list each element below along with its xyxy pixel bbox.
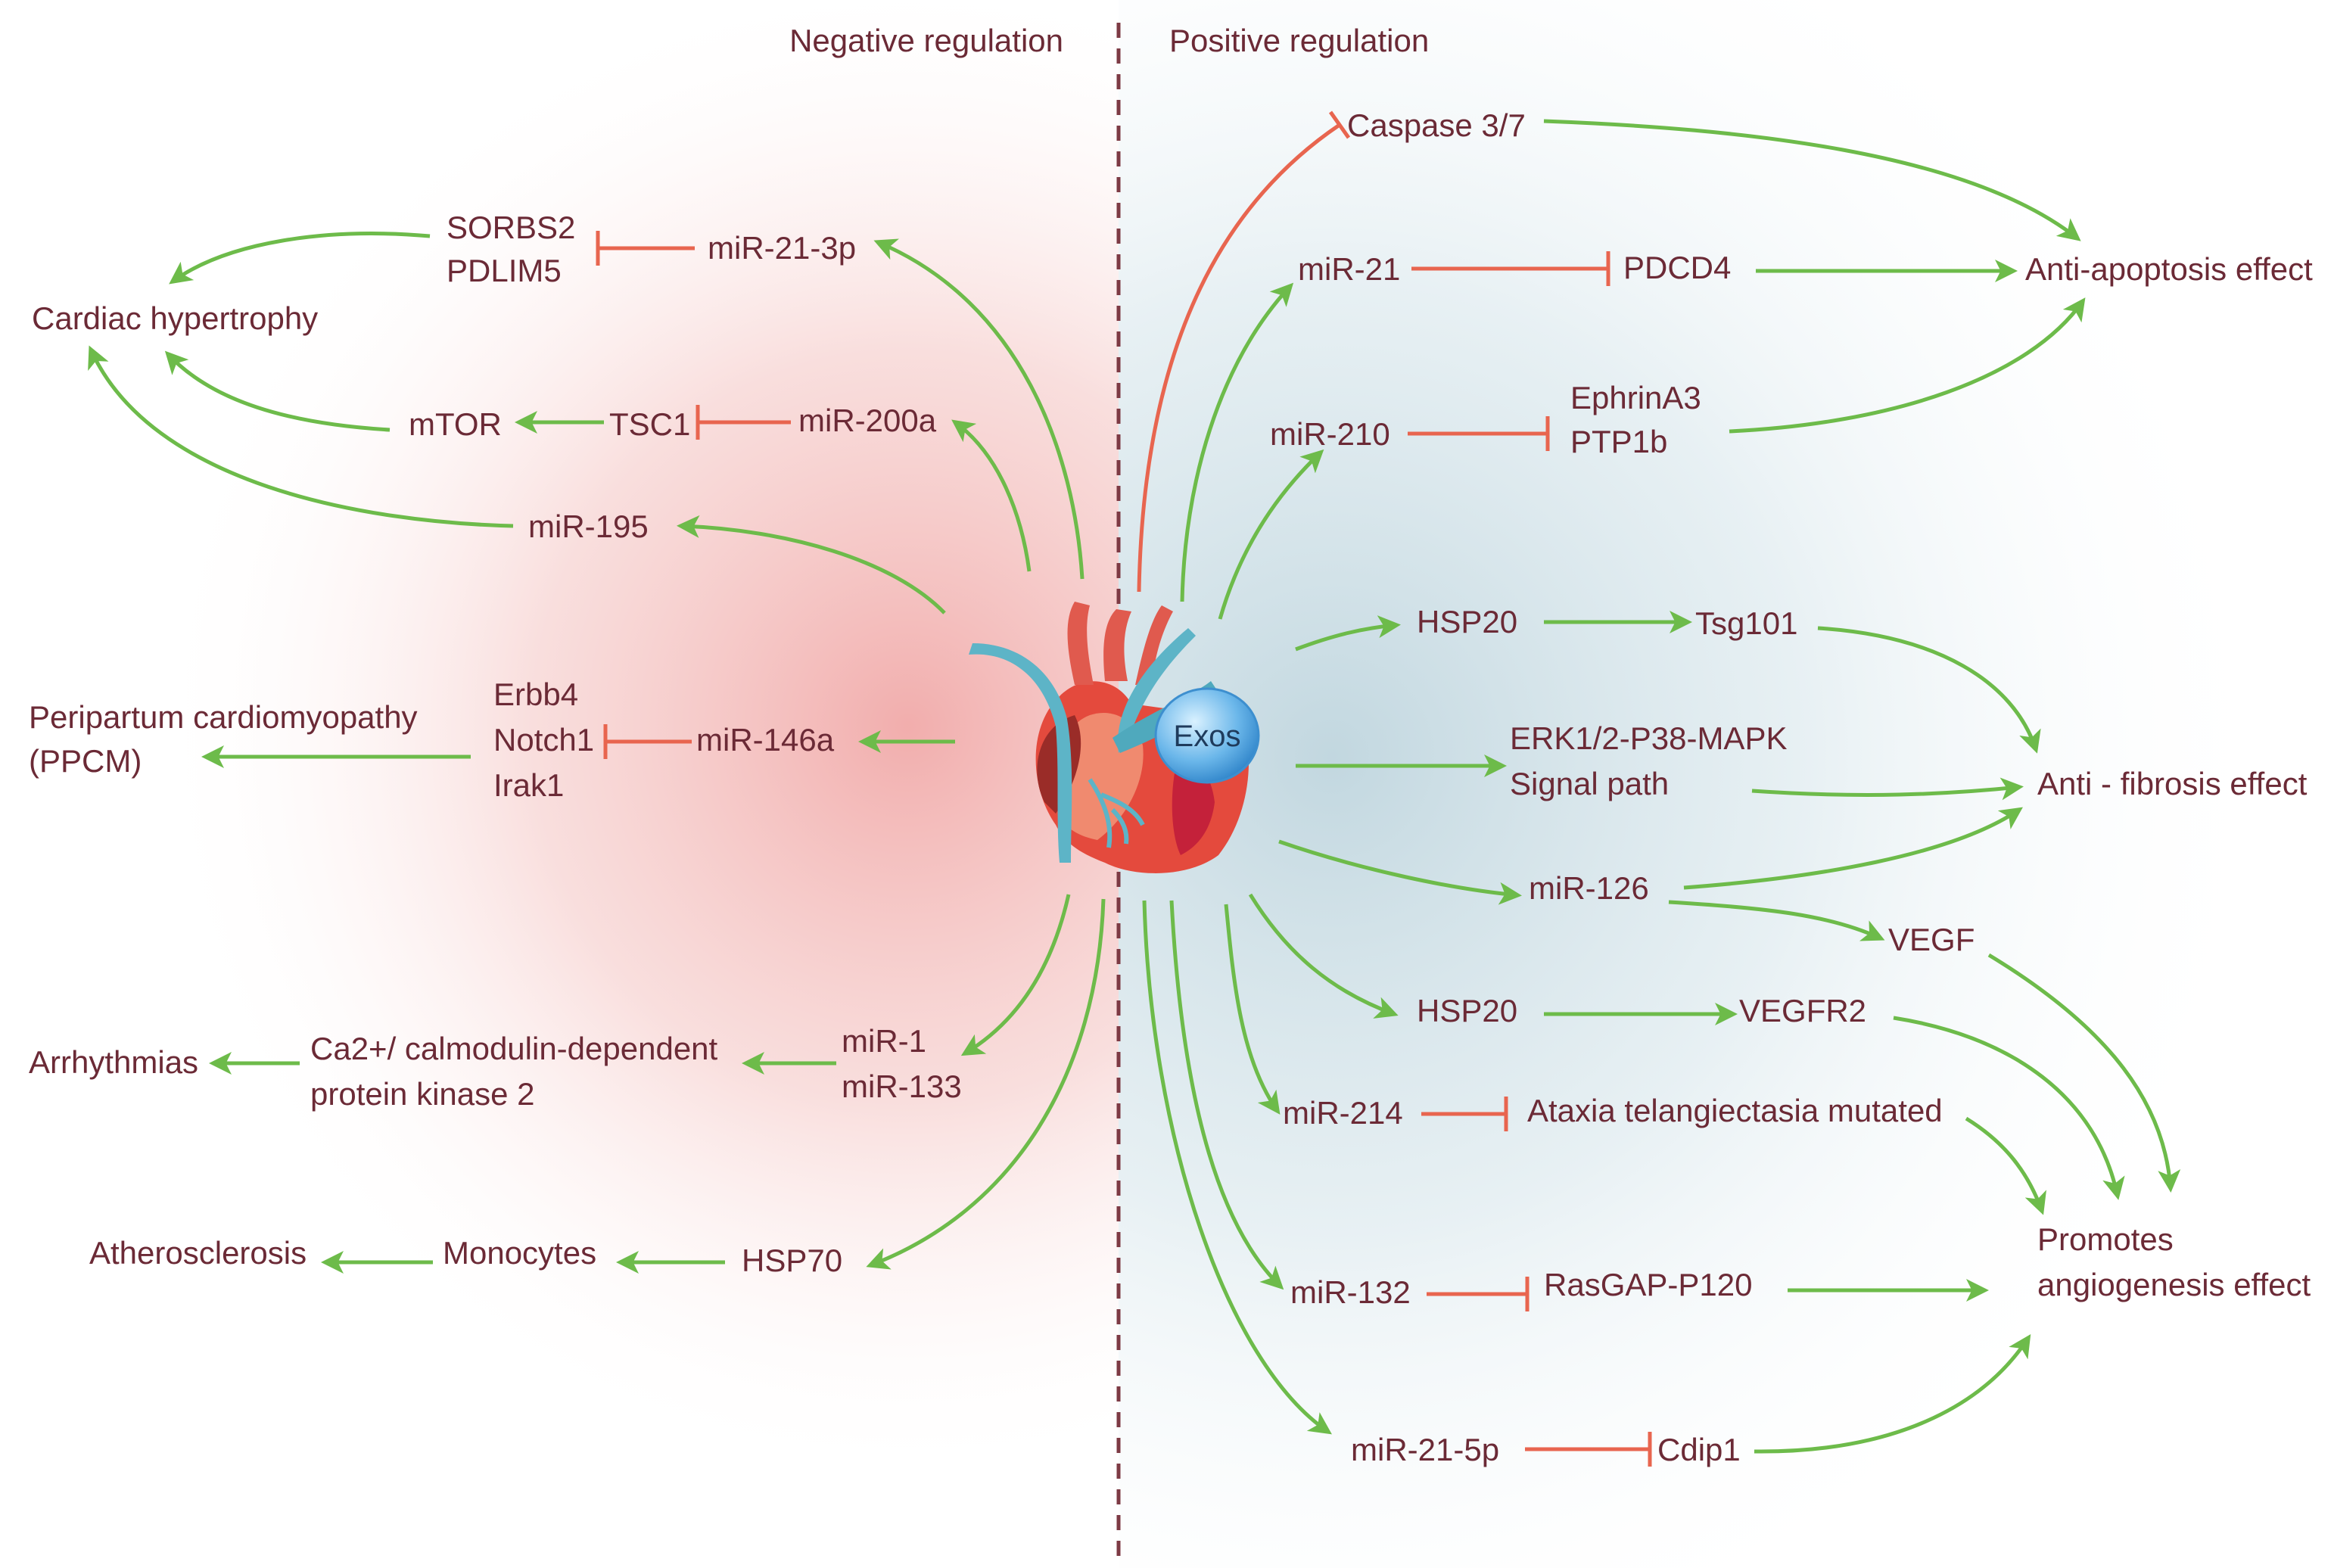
node-hsp70: HSP70 [742,1243,842,1278]
node-rasgap: RasGAP-P120 [1544,1267,1752,1302]
node-ephrina3: EphrinA3 [1570,380,1701,415]
node-mir146a: miR-146a [696,722,835,758]
exos-icon [1154,687,1260,784]
arrow-heart-to-mir21-3p [873,238,1085,580]
negative-region-glow [0,0,1119,1568]
inhibit-bar-caspase [1328,110,1351,139]
arrow-heart-to-mir1 [960,894,1071,1056]
aorta-branch-2 [1067,602,1094,685]
node-camk-line1: Ca2+/ calmodulin-dependent [310,1031,718,1066]
outcome-ppcm-line2: (PPCM) [29,743,142,779]
node-mir1: miR-1 [842,1023,926,1059]
arrow-heart-to-hsp70 [866,898,1106,1270]
outcome-cardiac-hypertrophy: Cardiac hypertrophy [32,300,318,336]
node-vegf: VEGF [1888,922,1975,957]
node-mir21-3p: miR-21-3p [708,230,856,266]
node-hsp20-a: HSP20 [1417,604,1517,639]
header-negative: Negative regulation [789,23,1063,58]
arrow-cdip1-to-angiogenesis [1754,1333,2031,1454]
arrow-heart-to-mir126 [1278,839,1522,905]
node-pdcd4: PDCD4 [1623,250,1731,285]
node-erk-line1: ERK1/2-P38-MAPK [1510,720,1787,756]
node-mir132: miR-132 [1290,1274,1411,1310]
node-cdip1: Cdip1 [1657,1432,1741,1467]
arrow-tsg101-to-anti-fibrosis [1817,626,2041,754]
coronary-vessels [1088,778,1145,848]
arrow-mtor-to-hypertrophy [164,350,391,432]
node-camk-line2: protein kinase 2 [310,1076,535,1112]
node-ptp1b: PTP1b [1570,424,1667,459]
arrow-mir195-to-hypertrophy [88,345,514,528]
arrow-heart-to-mir200a [951,419,1032,572]
node-notch1: Notch1 [493,722,594,758]
node-pdlim5: PDLIM5 [447,253,562,288]
vena-cava-left [969,643,1072,863]
node-mir200a: miR-200a [798,403,937,438]
arrow-heart-to-mir195 [677,515,946,614]
node-mtor: mTOR [409,406,502,442]
aorta-branch-1 [1103,609,1131,681]
header-positive: Positive regulation [1169,23,1429,58]
exos-label: Exos [1174,720,1241,753]
outcome-ppcm-line1: Peripartum cardiomyopathy [29,699,418,735]
exos-bubble: Exos [1154,687,1260,784]
outcome-arrhythmias: Arrhythmias [29,1044,198,1080]
node-mir133: miR-133 [842,1069,962,1104]
negative-arrows [88,231,1106,1274]
node-atm: Ataxia telangiectasia mutated [1527,1093,1943,1128]
arrow-heart-to-mir210 [1218,449,1324,620]
arrow-ephrina3-to-anti-apoptosis [1729,297,2086,434]
arrow-erk-to-anti-fibrosis [1751,777,2024,801]
node-mir210: miR-210 [1270,416,1390,452]
outcome-anti-fibrosis: Anti - fibrosis effect [2037,766,2308,801]
arrow-sorbs2-to-hypertrophy [169,232,431,285]
arrow-caspase-to-anti-apoptosis [1543,119,2081,241]
arrow-vegf-to-angiogenesis [1987,953,2181,1193]
arrow-atm-to-angiogenesis [1965,1116,2046,1215]
arrow-heart-to-mir214 [1224,904,1281,1115]
node-caspase: Caspase 3/7 [1347,107,1526,143]
arrow-mir126-to-vegf [1668,900,1885,941]
positive-labels: Caspase 3/7 miR-21 PDCD4 Anti-apoptosis … [1270,107,2313,1467]
arrow-heart-to-mir132 [1169,900,1284,1290]
aorta-branch-3 [1135,605,1173,685]
inhibit-heart-caspase [1137,123,1341,593]
node-mir126: miR-126 [1529,870,1649,906]
arrow-vegfr2-to-angiogenesis [1893,1016,2125,1200]
node-monocytes: Monocytes [443,1235,596,1271]
arrow-heart-to-mir21-5p [1142,900,1332,1435]
outcome-angiogenesis-line1: Promotes [2037,1221,2174,1257]
positive-region-glow [1119,0,2334,1568]
node-erk-line2: Signal path [1510,766,1669,801]
node-vegfr2: VEGFR2 [1739,993,1866,1028]
arrow-mir126-to-anti-fibrosis [1683,807,2023,890]
arrow-heart-to-hsp20-b [1248,893,1399,1019]
node-mir214: miR-214 [1283,1095,1403,1131]
outcome-anti-apoptosis: Anti-apoptosis effect [2025,251,2313,287]
arrow-heart-to-mir21 [1180,282,1294,602]
positive-arrows [1137,110,2181,1467]
node-sorbs2: SORBS2 [447,210,575,245]
node-irak1: Irak1 [493,767,564,803]
node-tsc1: TSC1 [609,406,690,442]
node-mir21-5p: miR-21-5p [1351,1432,1499,1467]
outcome-angiogenesis-line2: angiogenesis effect [2037,1267,2311,1302]
outcome-atherosclerosis: Atherosclerosis [89,1235,307,1271]
node-mir21: miR-21 [1298,251,1400,287]
node-erbb4: Erbb4 [493,677,578,712]
node-mir195: miR-195 [528,509,649,544]
node-hsp20-b: HSP20 [1417,993,1517,1028]
negative-labels: Cardiac hypertrophy SORBS2 PDLIM5 miR-21… [29,210,962,1278]
arrow-heart-to-hsp20-a [1295,615,1401,652]
node-tsg101: Tsg101 [1695,605,1797,641]
